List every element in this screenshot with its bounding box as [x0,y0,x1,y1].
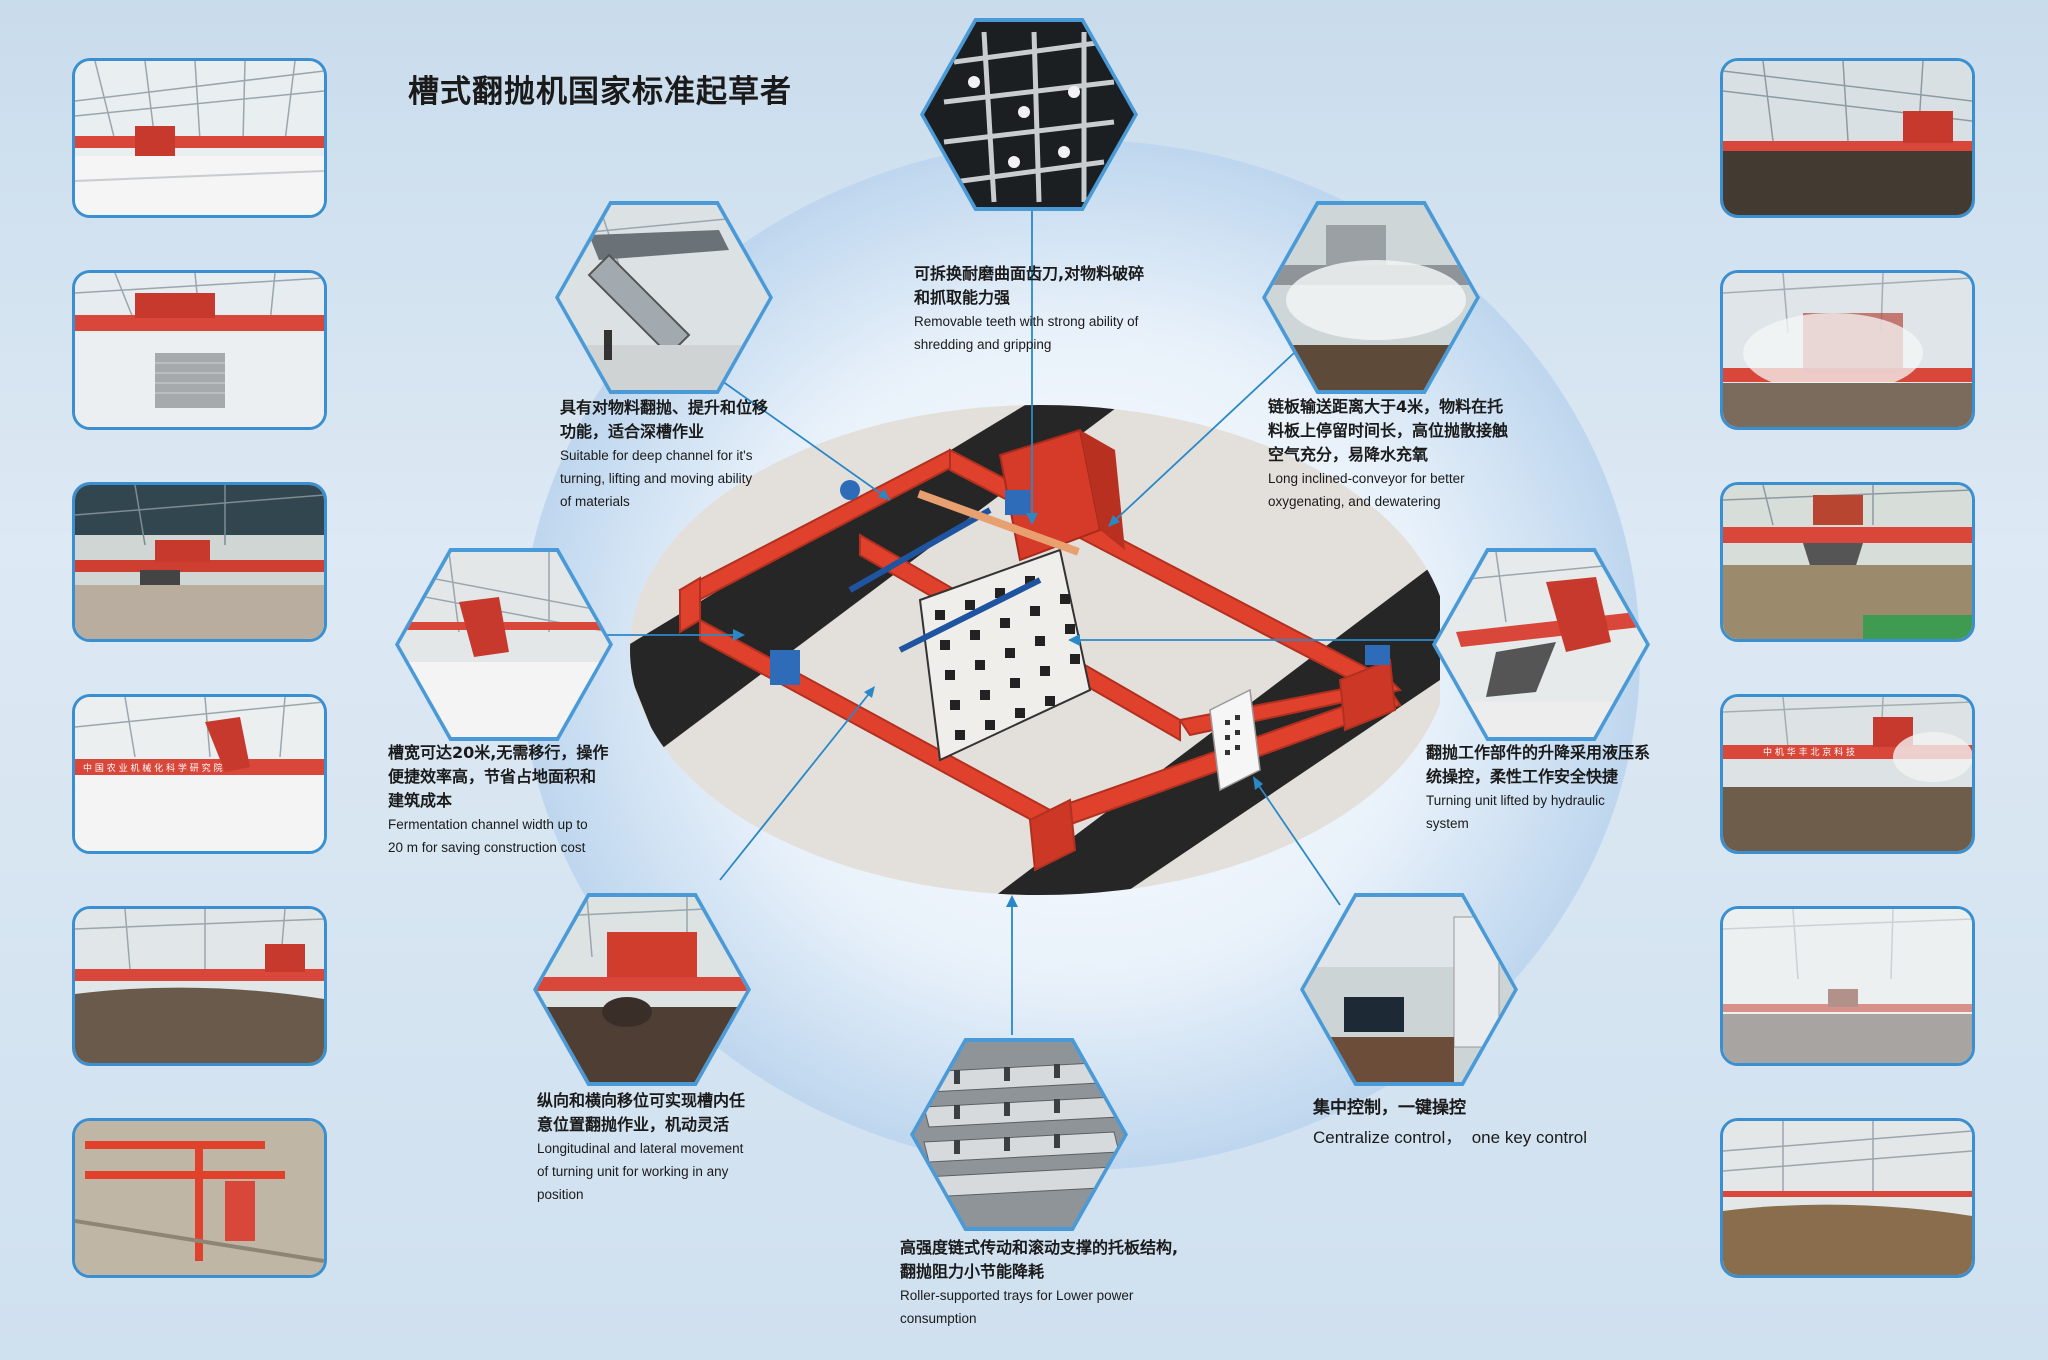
photo-right-4: 中 机 华 丰 北 京 科 技 [1720,694,1975,854]
caption-hydraulic: 翻抛工作部件的升降采用液压系 统操控，柔性工作安全快捷 Turning unit… [1426,741,1650,835]
caption-control: 集中控制，一键操控 Centralize control， one key co… [1313,1093,1587,1153]
caption-conveyor-zh: 链板输送距离大于4米，物料在托 料板上停留时间长，高位抛散接触 空气充分，易降水… [1268,397,1509,464]
caption-deep: 具有对物料翻抛、提升和位移 功能，适合深槽作业 Suitable for dee… [560,396,768,513]
caption-movement-zh: 纵向和横向移位可实现槽内任 意位置翻抛作业，机动灵活 [537,1091,746,1134]
caption-control-zh: 集中控制，一键操控 [1313,1098,1466,1118]
banner-text-left-4: 中 国 农 业 机 械 化 科 学 研 究 院 [83,762,222,774]
caption-hydraulic-en: Turning unit lifted by hydraulic system [1426,793,1605,831]
caption-teeth-zh: 可拆换耐磨曲面齿刀,对物料破碎 和抓取能力强 [914,264,1145,307]
photo-right-5 [1720,906,1975,1066]
caption-hydraulic-zh: 翻抛工作部件的升降采用液压系 统操控，柔性工作安全快捷 [1426,743,1651,786]
photo-left-6 [72,1118,327,1278]
photo-left-4: 中 国 农 业 机 械 化 科 学 研 究 院 [72,694,327,854]
photo-right-1 [1720,58,1975,218]
caption-movement-en: Longitudinal and lateral movement of tur… [537,1141,744,1202]
caption-movement: 纵向和横向移位可实现槽内任 意位置翻抛作业，机动灵活 Longitudinal … [537,1089,745,1206]
caption-conveyor: 链板输送距离大于4米，物料在托 料板上停留时间长，高位抛散接触 空气充分，易降水… [1268,395,1508,513]
photo-left-2 [72,270,327,430]
hex-photo-trays [914,1042,1124,1227]
caption-trays-zh: 高强度链式传动和滚动支撑的托板结构, 翻抛阻力小节能降耗 [900,1238,1179,1281]
photo-left-3 [72,482,327,642]
banner-text-right-4: 中 机 华 丰 北 京 科 技 [1763,746,1855,758]
caption-width: 槽宽可达20米,无需移行，操作 便捷效率高，节省占地面积和 建筑成本 Ferme… [388,741,608,859]
caption-trays: 高强度链式传动和滚动支撑的托板结构, 翻抛阻力小节能降耗 Roller-supp… [900,1236,1178,1330]
caption-trays-en: Roller-supported trays for Lower power c… [900,1288,1134,1326]
page-title: 槽式翻抛机国家标准起草者 [408,74,792,110]
caption-teeth: 可拆换耐磨曲面齿刀,对物料破碎 和抓取能力强 Removable teeth w… [914,262,1144,356]
caption-teeth-en: Removable teeth with strong ability of s… [914,314,1139,352]
photo-right-6 [1720,1118,1975,1278]
caption-control-en: Centralize control， one key control [1313,1128,1588,1147]
caption-width-en: Fermentation channel width up to 20 m fo… [388,817,588,855]
photo-right-3 [1720,482,1975,642]
photo-left-5 [72,906,327,1066]
photo-right-2 [1720,270,1975,430]
caption-width-zh: 槽宽可达20米,无需移行，操作 便捷效率高，节省占地面积和 建筑成本 [388,743,609,810]
caption-deep-en: Suitable for deep channel for it's turni… [560,448,753,509]
photo-left-1 [72,58,327,218]
turner-machine-illustration [630,405,1440,895]
caption-deep-zh: 具有对物料翻抛、提升和位移 功能，适合深槽作业 [560,398,769,441]
caption-conveyor-en: Long inclined-conveyor for better oxygen… [1268,471,1465,509]
